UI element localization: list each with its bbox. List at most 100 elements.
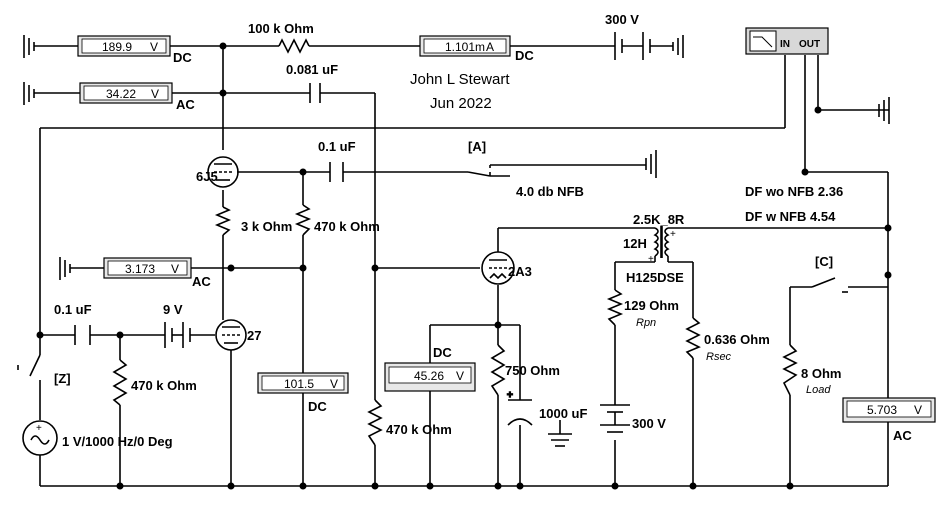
svg-text:DC: DC xyxy=(433,345,452,360)
meter-7: 5.703 V AC xyxy=(842,397,936,443)
label-100k: 100 k Ohm xyxy=(248,21,314,36)
label-load: 8 Ohm xyxy=(801,366,841,381)
svg-text:+: + xyxy=(648,254,654,265)
svg-text:101.5: 101.5 xyxy=(284,377,314,391)
svg-text:AC: AC xyxy=(893,428,912,443)
svg-text:V: V xyxy=(171,262,179,276)
meter-6: 45.26 V DC xyxy=(384,345,476,392)
svg-text:DC: DC xyxy=(173,50,192,65)
svg-text:DC: DC xyxy=(308,399,327,414)
label-470k-a: 470 k Ohm xyxy=(314,219,380,234)
ground-icon xyxy=(672,35,684,58)
label-xfmr: 2.5K_8R xyxy=(633,212,685,227)
svg-text:V: V xyxy=(914,403,922,417)
label-0081uf: 0.081 uF xyxy=(286,62,338,77)
label-load-sub: Load xyxy=(806,384,831,396)
svg-text:+: + xyxy=(670,229,676,240)
ground-icon xyxy=(645,150,657,178)
resistor-470k-grid xyxy=(367,399,383,446)
label-01uf-a: 0.1 uF xyxy=(318,139,356,154)
transformer xyxy=(653,226,670,258)
label-df-w: DF w NFB 4.54 xyxy=(745,209,836,224)
label-switch-z: [Z] xyxy=(54,371,71,386)
capacitor-0081 xyxy=(309,83,321,103)
svg-text:AC: AC xyxy=(192,274,211,289)
svg-text:45.26: 45.26 xyxy=(414,369,444,383)
battery-9v xyxy=(164,322,191,348)
label-h125dse: H125DSE xyxy=(626,270,684,285)
switch-z[interactable] xyxy=(17,354,41,395)
resistor-rsec xyxy=(685,317,701,359)
label-470k-grid: 470 k Ohm xyxy=(386,422,452,437)
scope-in-label: IN xyxy=(780,39,790,50)
junction-dots xyxy=(36,42,892,490)
svg-text:189.9: 189.9 xyxy=(102,40,132,54)
label-nfb: 4.0 db NFB xyxy=(516,184,584,199)
label-750: 750 Ohm xyxy=(505,363,560,378)
battery-300v-top xyxy=(614,32,651,60)
svg-text:V: V xyxy=(330,377,338,391)
ground-icon xyxy=(23,82,80,105)
capacitor-1000uf: + xyxy=(506,389,533,426)
resistor-load xyxy=(782,344,798,396)
svg-text:1.101m: 1.101m xyxy=(445,40,485,54)
label-df-wo: DF wo NFB 2.36 xyxy=(745,184,843,199)
label-rsec-sub: Rsec xyxy=(706,351,732,363)
oscilloscope[interactable]: IN OUT xyxy=(745,27,829,55)
label-source: 1 V/1000 Hz/0 Deg xyxy=(62,434,173,449)
label-1000uf: 1000 uF xyxy=(539,406,587,421)
svg-text:V: V xyxy=(151,87,159,101)
resistor-rpn xyxy=(606,289,624,326)
ground-icon xyxy=(59,257,104,280)
tube-6j5 xyxy=(207,156,239,188)
label-2a3: 2A3 xyxy=(508,264,532,279)
label-rpn: 129 Ohm xyxy=(624,298,679,313)
scope-out-label: OUT xyxy=(799,39,820,50)
ac-source-icon xyxy=(22,420,58,456)
label-27: 27 xyxy=(247,328,261,343)
date: Jun 2022 xyxy=(430,95,492,112)
resistor-3k xyxy=(214,206,232,236)
resistor-470k-input xyxy=(112,359,128,406)
capacitor-01b xyxy=(74,325,91,345)
label-470k-input: 470 k Ohm xyxy=(131,378,197,393)
meter-1: 189.9 V DC xyxy=(77,35,192,65)
label-switch-a: [A] xyxy=(468,139,486,154)
svg-text:+: + xyxy=(36,423,42,434)
meter-4: 3.173 V AC xyxy=(103,257,211,289)
ground-icon xyxy=(548,433,572,447)
svg-text:+: + xyxy=(507,390,513,401)
svg-text:3.173: 3.173 xyxy=(125,262,155,276)
label-9v: 9 V xyxy=(163,302,183,317)
svg-text:34.22: 34.22 xyxy=(106,87,136,101)
svg-text:V: V xyxy=(150,40,158,54)
resistor-750 xyxy=(490,344,506,396)
meter-2: 34.22 V AC xyxy=(79,82,195,112)
capacitor-01a xyxy=(329,162,344,182)
label-6j5: 6J5 xyxy=(196,169,218,184)
resistor-470k-a xyxy=(294,204,312,236)
tube-27 xyxy=(215,319,247,351)
author: John L Stewart xyxy=(410,71,510,88)
label-01uf-b: 0.1 uF xyxy=(54,302,92,317)
meter-5: 101.5 V DC xyxy=(257,372,349,414)
label-3k: 3 k Ohm xyxy=(241,219,292,234)
label-300v-bottom: 300 V xyxy=(632,416,666,431)
ground-icon xyxy=(23,35,78,58)
label-12h: 12H xyxy=(623,236,647,251)
label-rsec: 0.636 Ohm xyxy=(704,332,770,347)
resistor-100k xyxy=(278,38,310,54)
svg-text:A: A xyxy=(486,40,494,54)
tube-2a3 xyxy=(481,251,515,285)
svg-text:DC: DC xyxy=(515,48,534,63)
svg-text:5.703: 5.703 xyxy=(867,403,897,417)
label-switch-c: [C] xyxy=(815,254,833,269)
svg-text:AC: AC xyxy=(176,97,195,112)
meter-3: 1.101m A DC xyxy=(419,35,534,63)
label-300v-top: 300 V xyxy=(605,12,639,27)
svg-text:V: V xyxy=(456,369,464,383)
switch-a[interactable] xyxy=(467,165,510,177)
label-rpn-sub: Rpn xyxy=(636,317,656,329)
battery-300v-bottom xyxy=(600,404,630,433)
